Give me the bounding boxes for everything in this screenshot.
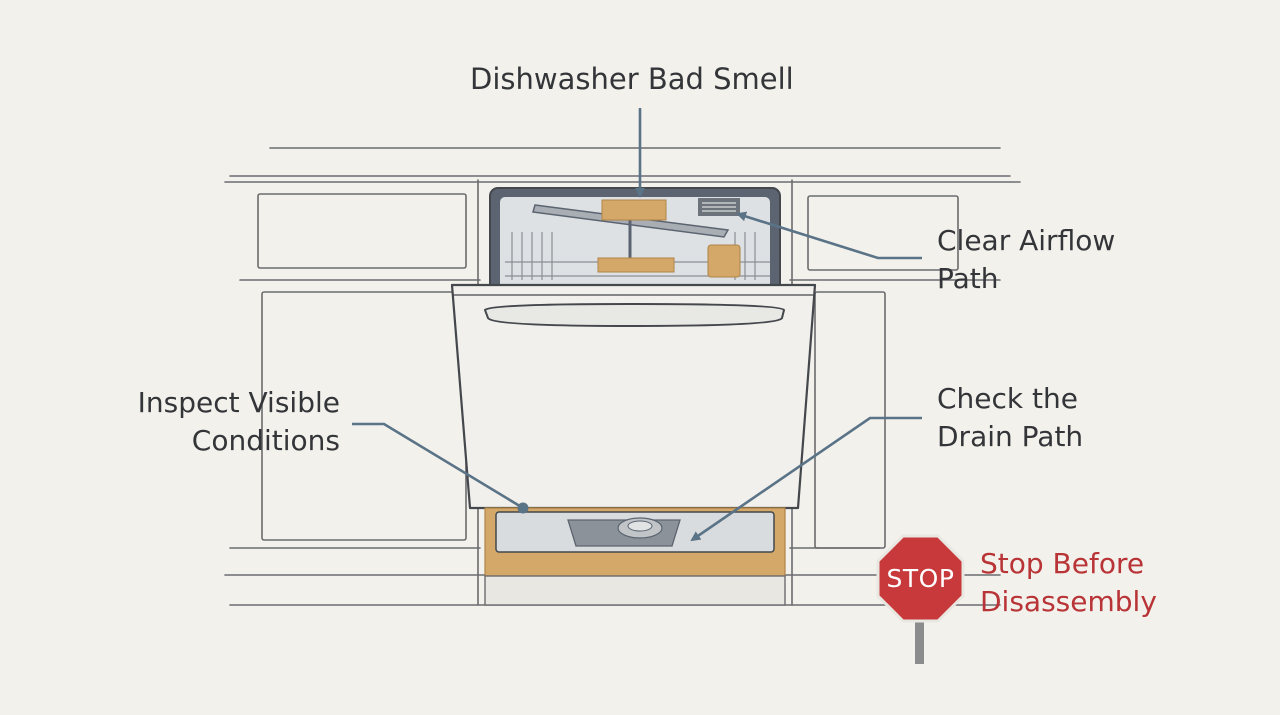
lower-filter-block [597,257,675,273]
door-handle [483,302,786,328]
callout-inspect-line2: Conditions [191,424,340,457]
side-block [707,244,741,278]
warning-label: Stop Before Disassembly [980,545,1157,621]
warning-line2: Disassembly [980,585,1157,618]
stop-sign-icon: STOP [876,534,965,664]
callout-airflow: Clear Airflow Path [937,222,1115,298]
airflow-arrow [736,211,922,260]
callout-airflow-line2: Path [937,262,999,295]
callout-inspect: Inspect Visible Conditions [90,384,340,460]
callout-drain-line1: Check the [937,382,1078,415]
warning-line1: Stop Before [980,547,1145,580]
diagram-title: Dishwasher Bad Smell [470,62,794,96]
upper-filter-block [601,199,667,221]
dishwasher-door [450,283,817,510]
callout-inspect-line1: Inspect Visible [137,386,340,419]
vent-icon [698,198,740,216]
drain-area [484,507,786,606]
callout-drain: Check the Drain Path [937,380,1083,456]
spray-arm [532,204,730,262]
callout-airflow-line1: Clear Airflow [937,224,1116,257]
inspect-dot [517,502,529,514]
stop-sign-text: STOP [887,564,955,593]
inspect-pointer [352,422,524,510]
callout-drain-line2: Drain Path [937,420,1084,453]
drain-arrow [690,416,922,542]
